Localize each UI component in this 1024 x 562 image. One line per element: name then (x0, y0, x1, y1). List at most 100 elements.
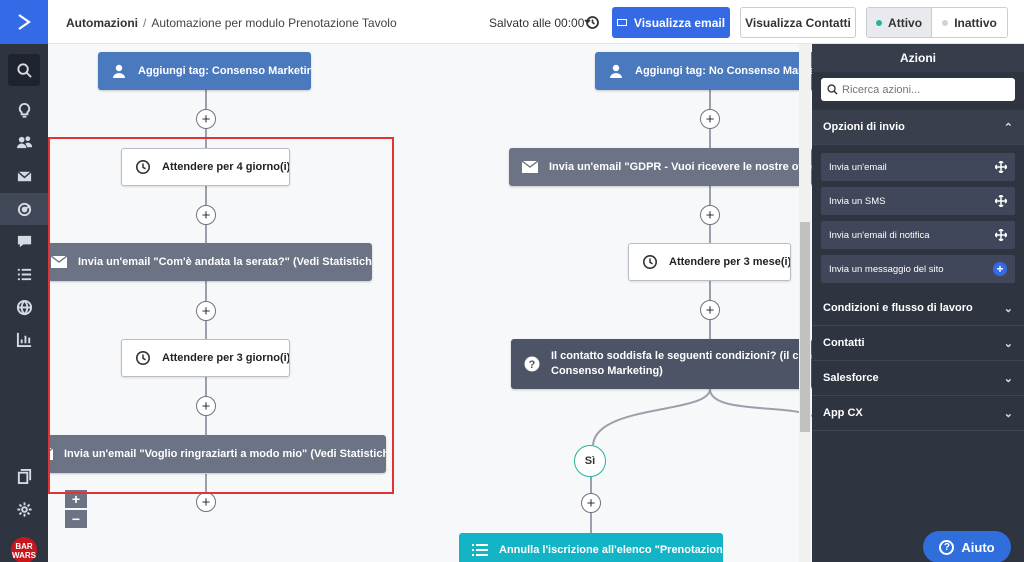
avatar-text-bottom: WARS (12, 551, 36, 560)
move-icon[interactable] (995, 229, 1007, 241)
view-contacts-button[interactable]: Visualizza Contatti (740, 7, 856, 38)
wait-3-months-label: Attendere per 3 mese(i) (669, 256, 791, 268)
section-app-cx[interactable]: App CX ⌄ (812, 396, 1024, 431)
add-tag-no-consent-node[interactable]: Aggiungi tag: No Consenso Marketing (595, 52, 812, 90)
globe-icon[interactable] (0, 291, 48, 323)
avatar-text-top: BAR (15, 542, 33, 551)
move-icon[interactable] (995, 195, 1007, 207)
breadcrumb-root[interactable]: Automazioni (66, 16, 138, 30)
add-step-button[interactable]: + (196, 492, 216, 512)
wait-4-days-node[interactable]: Attendere per 4 giorno(i) (121, 148, 290, 186)
send-email-serata-node[interactable]: Invia un'email "Com'è andata la serata?"… (48, 243, 372, 281)
section-send-options-label: Opzioni di invio (823, 121, 905, 133)
add-circle-icon[interactable]: + (993, 262, 1007, 276)
section-app-cx-label: App CX (823, 407, 863, 419)
actions-search[interactable] (821, 78, 1015, 101)
zoom-in-button[interactable]: + (65, 490, 87, 508)
condition-text: Il contatto soddisfa le seguenti condizi… (551, 349, 812, 379)
action-send-email-label: Invia un'email (829, 161, 887, 173)
search-icon[interactable] (8, 54, 40, 86)
active-option[interactable]: Attivo (867, 8, 933, 37)
person-icon (607, 62, 625, 80)
send-email-gdpr-label: Invia un'email "GDPR - Vuoi ricevere le … (549, 161, 812, 173)
active-dot-icon (876, 19, 883, 26)
breadcrumb-separator: / (143, 16, 147, 30)
canvas-scrollbar-thumb[interactable] (800, 222, 810, 432)
clock-icon (641, 253, 659, 271)
wait-3-days-node[interactable]: Attendere per 3 giorno(i) (121, 339, 290, 377)
pages-icon[interactable] (0, 460, 48, 492)
envelope-icon (616, 19, 627, 26)
chat-icon[interactable] (0, 225, 48, 257)
inactive-dot-icon (942, 19, 949, 26)
action-send-site-message[interactable]: Invia un messaggio del sito + (821, 255, 1015, 283)
section-contacts[interactable]: Contatti ⌄ (812, 326, 1024, 361)
action-send-notification-email-label: Invia un'email di notifica (829, 229, 930, 241)
add-step-button[interactable]: + (700, 109, 720, 129)
status-toggle: Attivo Inattivo (866, 7, 1008, 38)
logo-icon[interactable] (0, 0, 48, 44)
send-email-ringraziarti-node[interactable]: Invia un'email "Voglio ringraziarti a mo… (48, 435, 386, 473)
question-circle-icon: ? (939, 539, 955, 555)
avatar[interactable]: BAR WARS (9, 535, 39, 562)
search-icon (827, 84, 838, 95)
wait-3-months-node[interactable]: Attendere per 3 mese(i) (628, 243, 791, 281)
action-send-notification-email[interactable]: Invia un'email di notifica (821, 221, 1015, 249)
action-send-sms[interactable]: Invia un SMS (821, 187, 1015, 215)
actions-search-input[interactable] (842, 83, 1002, 96)
add-step-button[interactable]: + (196, 205, 216, 225)
section-send-options[interactable]: Opzioni di invio ⌃ (812, 110, 1024, 145)
action-send-email[interactable]: Invia un'email (821, 153, 1015, 181)
unsubscribe-label: Annulla l'iscrizione all'elenco "Prenota… (499, 544, 723, 556)
chevron-down-icon: ⌄ (1003, 372, 1013, 385)
yes-branch-label[interactable]: Sì (574, 445, 606, 477)
add-step-button[interactable]: + (196, 109, 216, 129)
wait-4-days-label: Attendere per 4 giorno(i) (162, 161, 290, 173)
chevron-down-icon: ⌄ (1003, 302, 1013, 315)
left-rail: BAR WARS (0, 0, 48, 562)
action-send-sms-label: Invia un SMS (829, 195, 886, 207)
condition-node[interactable]: ? Il contatto soddisfa le seguenti condi… (511, 339, 812, 389)
contacts-icon[interactable] (0, 126, 48, 158)
chevron-down-icon: ⌄ (1003, 337, 1013, 350)
breadcrumb-current: Automazione per modulo Prenotazione Tavo… (151, 16, 397, 30)
chevron-up-icon: ⌃ (1003, 121, 1013, 134)
help-label: Aiuto (961, 539, 995, 555)
unsubscribe-node[interactable]: Annulla l'iscrizione all'elenco "Prenota… (459, 533, 723, 562)
inactive-option[interactable]: Inattivo (932, 8, 1007, 37)
top-bar: Automazioni / Automazione per modulo Preno… (48, 0, 1024, 44)
help-button[interactable]: ? Aiuto (923, 531, 1011, 562)
section-salesforce[interactable]: Salesforce ⌄ (812, 361, 1024, 396)
breadcrumb: Automazioni / Automazione per modulo Preno… (66, 16, 397, 30)
email-icon[interactable] (0, 160, 48, 192)
reports-icon[interactable] (0, 323, 48, 355)
envelope-icon (50, 253, 68, 271)
move-icon[interactable] (995, 161, 1007, 173)
condition-line-2: Consenso Marketing) (551, 365, 663, 377)
automation-icon[interactable] (0, 193, 48, 225)
connector-lines (205, 88, 812, 534)
condition-line-1: Il contatto soddisfa le seguenti condizi… (551, 350, 812, 362)
section-conditions-label: Condizioni e flusso di lavoro (823, 302, 973, 314)
add-step-button[interactable]: + (196, 301, 216, 321)
section-conditions-workflow[interactable]: Condizioni e flusso di lavoro ⌄ (812, 291, 1024, 326)
automation-canvas[interactable]: Aggiungi tag: Consenso Marketing + Atten… (48, 44, 812, 562)
section-salesforce-label: Salesforce (823, 372, 879, 384)
send-email-serata-label: Invia un'email "Com'è andata la serata?"… (78, 256, 372, 268)
add-step-button[interactable]: + (700, 300, 720, 320)
lightbulb-icon[interactable] (0, 94, 48, 126)
add-step-button[interactable]: + (700, 205, 720, 225)
add-step-button[interactable]: + (581, 493, 601, 513)
send-email-gdpr-node[interactable]: Invia un'email "GDPR - Vuoi ricevere le … (509, 148, 812, 186)
active-label: Attivo (888, 15, 923, 30)
zoom-out-button[interactable]: − (65, 510, 87, 528)
action-send-site-message-label: Invia un messaggio del sito (829, 263, 944, 275)
list-icon[interactable] (0, 258, 48, 290)
add-tag-consent-node[interactable]: Aggiungi tag: Consenso Marketing (98, 52, 311, 90)
gear-icon[interactable] (0, 493, 48, 525)
view-email-button[interactable]: Visualizza email (612, 7, 730, 38)
inactive-label: Inattivo (954, 15, 997, 30)
history-icon[interactable] (584, 14, 600, 30)
wait-3-days-label: Attendere per 3 giorno(i) (162, 352, 290, 364)
add-step-button[interactable]: + (196, 396, 216, 416)
